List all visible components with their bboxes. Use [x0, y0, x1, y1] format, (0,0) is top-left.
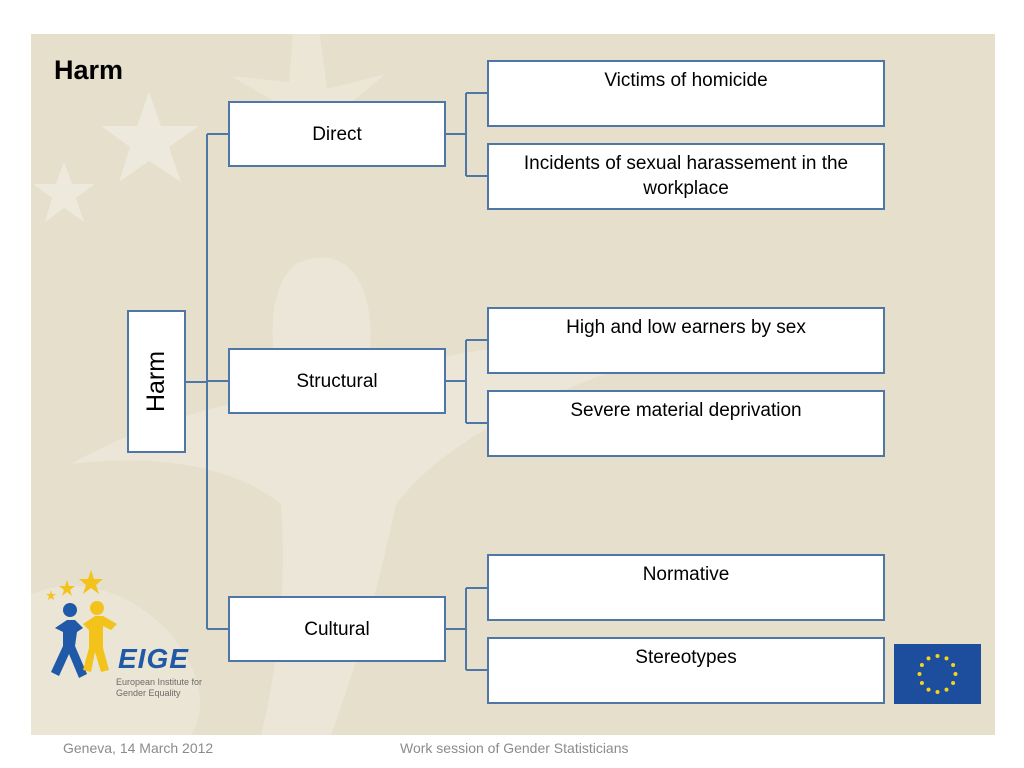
slide-title: Harm	[54, 55, 124, 85]
eige-logo-subtitle: European Institute for Gender Equality	[116, 677, 203, 698]
footer-location-date: Geneva, 14 March 2012	[63, 740, 214, 756]
eige-logo-text: EIGE	[118, 643, 189, 674]
eige-figure-icon	[51, 601, 117, 678]
leaf-node-stereotypes: Stereotypes	[487, 637, 885, 704]
branch-node-structural: Structural	[228, 348, 446, 414]
branch-node-label: Direct	[312, 123, 362, 145]
leaf-node-label: Stereotypes	[635, 647, 737, 668]
leaf-node-label: Normative	[642, 564, 730, 585]
branch-node-label: Cultural	[304, 618, 370, 640]
large-figure-decoration	[71, 257, 631, 735]
leaf-node-sexual-harassment: Incidents of sexual harassement in the w…	[487, 143, 885, 210]
star-icon	[59, 580, 75, 596]
leaf-node-label: Severe material deprivation	[570, 400, 802, 421]
root-node-label: Harm	[142, 350, 171, 413]
leaf-node-label: Victims of homicide	[604, 70, 768, 91]
eu-flag-icon	[894, 644, 981, 704]
star-icon	[79, 570, 103, 594]
eige-logo	[46, 570, 117, 678]
branch-node-label: Structural	[296, 370, 378, 392]
branch-node-direct: Direct	[228, 101, 446, 167]
leaf-node-normative: Normative	[487, 554, 885, 621]
leaf-node-high-low-earners: High and low earners by sex	[487, 307, 885, 374]
footer-event: Work session of Gender Statisticians	[400, 740, 629, 756]
leaf-node-label: High and low earners by sex	[566, 317, 806, 338]
branch-node-cultural: Cultural	[228, 596, 446, 662]
star-icon	[33, 162, 95, 222]
star-icon	[46, 590, 56, 600]
leaf-node-material-deprivation: Severe material deprivation	[487, 390, 885, 457]
root-node-harm: Harm	[127, 310, 186, 453]
leaf-node-label: Incidents of sexual harassement in the w…	[523, 153, 849, 199]
star-icon	[101, 92, 199, 182]
star-icon	[231, 34, 386, 162]
leaf-node-victims-of-homicide: Victims of homicide	[487, 60, 885, 127]
